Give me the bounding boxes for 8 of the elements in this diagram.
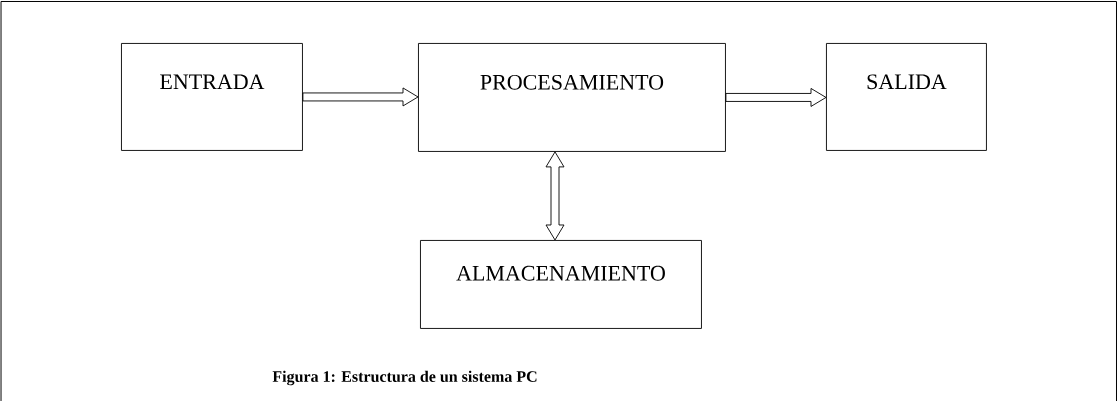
arrow	[545, 151, 565, 241]
process-box: ALMACENAMIENTO	[420, 240, 702, 329]
arrow	[725, 88, 827, 107]
arrow	[302, 87, 419, 107]
process-box: SALIDA	[826, 43, 987, 151]
caption: Figura 1: Estructura de un sistema PC	[272, 370, 537, 386]
process-box: ENTRADA	[121, 43, 303, 151]
process-box: PROCESAMIENTO	[418, 43, 726, 152]
